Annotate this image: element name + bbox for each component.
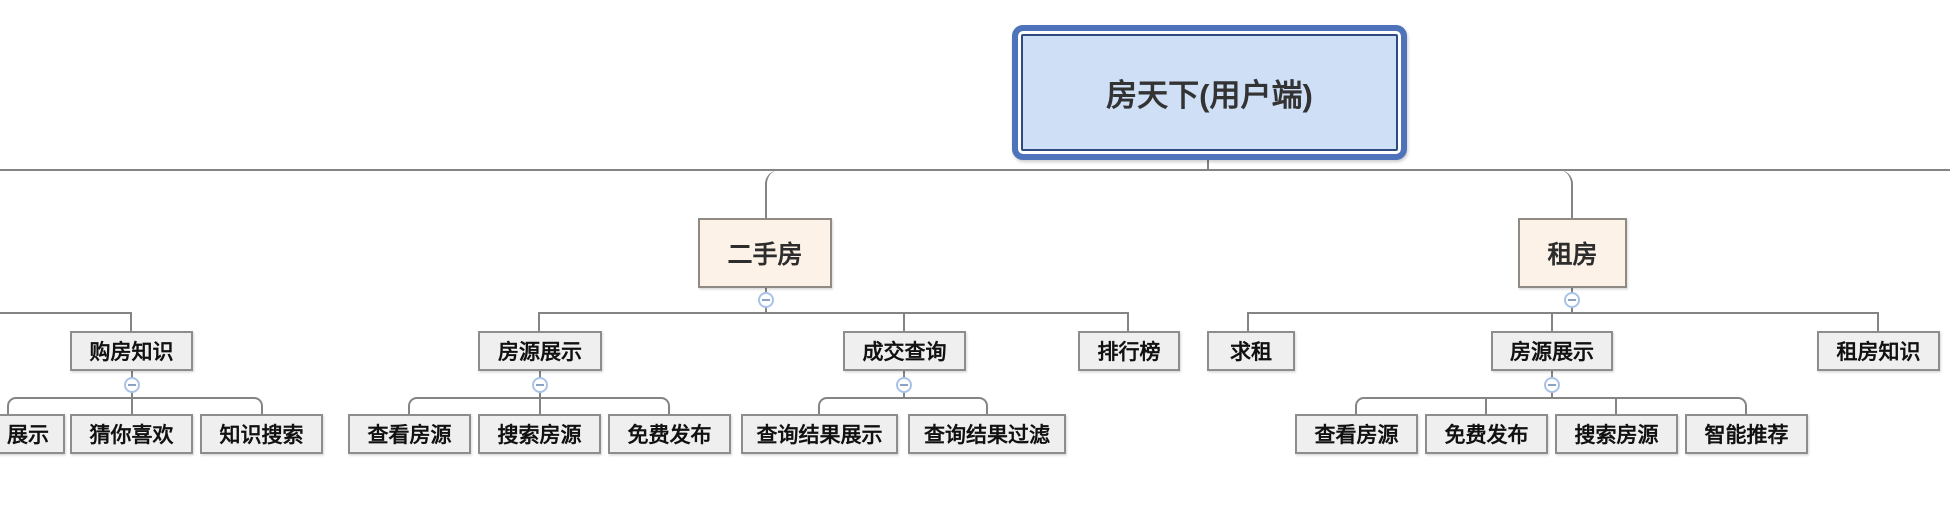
collapse-button-goufangzhishi[interactable] xyxy=(124,377,140,393)
connector-root-stub xyxy=(1207,158,1209,170)
connector-zufang-children-bus xyxy=(1247,312,1879,331)
connector-sousuofangyuan-zufang-drop xyxy=(1615,397,1617,414)
node-cainixihuan[interactable]: 猜你喜欢 xyxy=(70,414,193,454)
node-mianfeifabu-zufang[interactable]: 免费发布 xyxy=(1425,414,1548,454)
node-zufang[interactable]: 租房 xyxy=(1518,218,1627,288)
node-chakanfangyuan-zufang[interactable]: 查看房源 xyxy=(1295,414,1418,454)
node-zhanshi-partial[interactable]: 展示 xyxy=(0,414,65,454)
node-chengjiaochaxun[interactable]: 成交查询 xyxy=(843,331,966,371)
connector-cainixihuan-drop xyxy=(131,397,133,414)
connector-chengjiaochaxun-drop xyxy=(903,312,905,331)
node-fangyuanzhanshi-zufang[interactable]: 房源展示 xyxy=(1491,331,1613,371)
node-ershoufang[interactable]: 二手房 xyxy=(698,218,832,288)
connector-main-bus xyxy=(0,169,1950,171)
collapse-button-fangyuanzhanshi-ershou[interactable] xyxy=(532,377,548,393)
node-chakanfangyuan-ershou[interactable]: 查看房源 xyxy=(348,414,471,454)
node-goufangzhishi[interactable]: 购房知识 xyxy=(70,331,193,371)
connector-left-branch-bus xyxy=(0,312,132,331)
node-fangtianxia-root[interactable]: 房天下(用户端) xyxy=(1012,25,1407,160)
collapse-button-fangyuanzhanshi-zufang[interactable] xyxy=(1544,377,1560,393)
connector-mianfeifabu-zufang-drop xyxy=(1485,397,1487,414)
node-zufangzhishi[interactable]: 租房知识 xyxy=(1817,331,1940,371)
connector-goufangzhishi-children-bus xyxy=(7,397,263,414)
collapse-button-zufang[interactable] xyxy=(1564,292,1580,308)
node-sousuofangyuan-ershou[interactable]: 搜索房源 xyxy=(478,414,601,454)
connector-chengjiaochaxun-children-bus xyxy=(818,397,988,414)
node-zhishisousuo[interactable]: 知识搜索 xyxy=(200,414,323,454)
connector-sousuofangyuan-ershou-drop xyxy=(539,397,541,414)
connector-ershoufang-children-bus xyxy=(538,312,1129,331)
connector-ershoufang-drop xyxy=(765,170,781,218)
connector-fangyuanzhanshi-zufang-drop xyxy=(1551,312,1553,331)
node-chaxunjieguoguolv[interactable]: 查询结果过滤 xyxy=(908,414,1066,454)
connector-fangyuanzhanshi-zufang-children-bus xyxy=(1355,397,1747,414)
connector-zufang-drop xyxy=(1557,170,1573,218)
node-paihangbang[interactable]: 排行榜 xyxy=(1078,331,1180,371)
node-sousuofangyuan-zufang[interactable]: 搜索房源 xyxy=(1555,414,1678,454)
node-mianfeifabu-ershou[interactable]: 免费发布 xyxy=(608,414,731,454)
node-qiuzu[interactable]: 求租 xyxy=(1207,331,1295,371)
node-zhinengtuijian[interactable]: 智能推荐 xyxy=(1685,414,1808,454)
collapse-button-ershoufang[interactable] xyxy=(758,292,774,308)
collapse-button-chengjiaochaxun[interactable] xyxy=(896,377,912,393)
node-fangyuanzhanshi-ershou[interactable]: 房源展示 xyxy=(478,331,602,371)
node-chaxunjieguozhanshi[interactable]: 查询结果展示 xyxy=(741,414,898,454)
